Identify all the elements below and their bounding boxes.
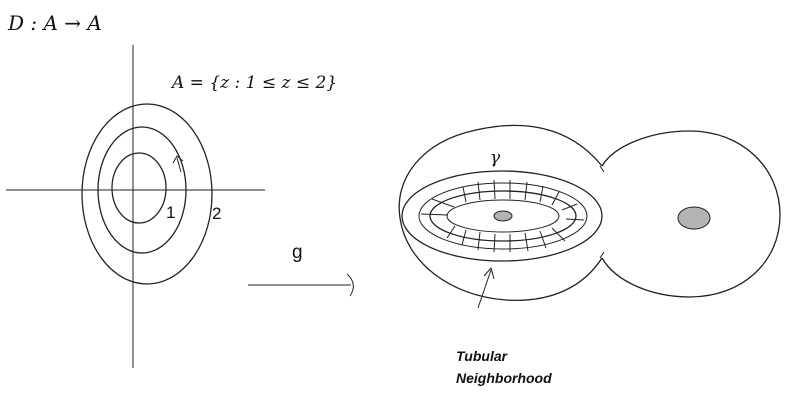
surface-right-lobe <box>601 130 781 298</box>
tubular-label-line1: Tubular <box>456 348 509 364</box>
hole-right <box>677 206 711 230</box>
tubular-label-line2: Neighborhood <box>456 370 552 386</box>
hole-left <box>493 210 513 222</box>
map-g-label: g <box>292 242 303 263</box>
annulus-panel: A = {z : 1 ≤ z ≤ 2} 1 2 <box>6 45 337 368</box>
map-arrow: g <box>248 242 354 297</box>
tube-band-inner <box>446 199 560 233</box>
annulus-definition: A = {z : 1 ≤ z ≤ 2} <box>170 73 337 93</box>
pointer-arrow-icon <box>477 266 495 309</box>
orientation-arrow-icon <box>172 155 184 173</box>
surface-left-lobe <box>398 124 603 301</box>
inner-circle <box>111 152 167 224</box>
map-label: D : A → A <box>7 11 102 35</box>
tube-band-outer <box>418 182 588 250</box>
gamma-label: γ <box>490 148 501 168</box>
tube-fibers <box>420 179 585 253</box>
radius-label-outer: 2 <box>212 204 221 223</box>
radius-label-inner: 1 <box>166 203 175 222</box>
tubular-neighborhood <box>401 170 603 262</box>
arrow-head-icon <box>346 273 354 297</box>
neck-seam-bottom <box>599 251 605 259</box>
neck-seam-top <box>599 165 605 173</box>
outer-circle <box>81 103 213 285</box>
surface-panel: γ Tubular Neighborhood <box>398 124 781 386</box>
tube-outer-boundary <box>401 170 603 262</box>
middle-circle <box>97 126 187 254</box>
curve-gamma <box>429 190 577 242</box>
